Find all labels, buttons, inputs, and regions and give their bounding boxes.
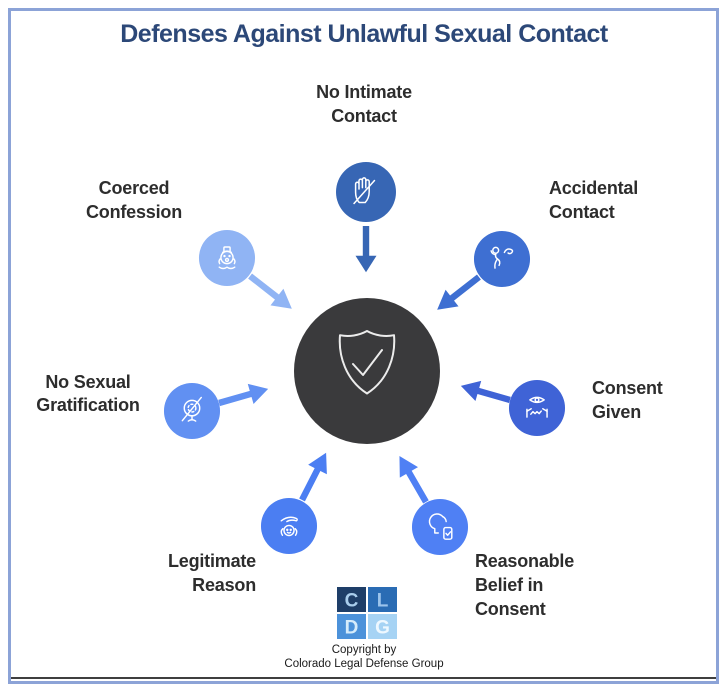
interrogation-icon — [218, 246, 236, 270]
caring-hand-child-icon — [280, 516, 298, 537]
label-reasonable-belief: Reasonable Belief in Consent — [475, 551, 575, 619]
node-no-intimate-contact — [336, 162, 396, 222]
head-checklist-icon — [428, 513, 453, 540]
logo-letter-d: D — [345, 618, 359, 639]
node-coerced-confession — [198, 229, 256, 287]
node-no-sexual-gratification — [163, 382, 221, 440]
copyright-text: Copyright by Colorado Legal Defense Grou… — [214, 643, 514, 671]
arrow-consent-given — [460, 380, 511, 404]
label-no-intimate-contact: No Intimate Contact — [316, 82, 412, 126]
arrow-legitimate-reason — [299, 452, 327, 502]
node-consent-given — [508, 379, 566, 437]
shield-check-icon — [338, 330, 396, 395]
arrow-accidental-contact — [437, 274, 481, 310]
label-legitimate-reason: Legitimate Reason — [167, 551, 256, 595]
page-title: Defenses Against Unlawful Sexual Contact — [120, 20, 608, 48]
arrow-coerced-confession — [248, 273, 292, 309]
hand-slash-icon — [353, 177, 376, 205]
label-consent-given: Consent Given — [592, 378, 663, 422]
label-coerced-confession: Coerced Confession — [85, 178, 182, 222]
slipping-person-icon — [490, 246, 514, 269]
logo-letter-l: L — [377, 591, 389, 612]
arrow-no-intimate-contact — [355, 226, 377, 273]
arrow-no-sexual-gratification — [218, 383, 269, 407]
node-reasonable-belief — [411, 498, 469, 556]
node-accidental-contact — [473, 230, 531, 288]
logo-letter-g: G — [375, 618, 390, 639]
eye-handshake-icon — [526, 396, 548, 418]
no-mirror-icon — [181, 396, 203, 422]
cldg-logo: C L D G — [337, 587, 397, 639]
node-legitimate-reason — [260, 497, 318, 555]
center-circle — [294, 298, 440, 444]
label-accidental-contact: Accidental Contact — [549, 178, 639, 222]
label-no-sexual-gratification: No Sexual Gratification — [36, 372, 140, 415]
bottom-divider — [11, 677, 716, 679]
copyright-line1: Copyright by — [331, 644, 397, 656]
copyright-line2: Colorado Legal Defense Group — [284, 658, 444, 670]
logo-letter-c: C — [345, 591, 359, 612]
arrow-reasonable-belief — [399, 456, 429, 504]
